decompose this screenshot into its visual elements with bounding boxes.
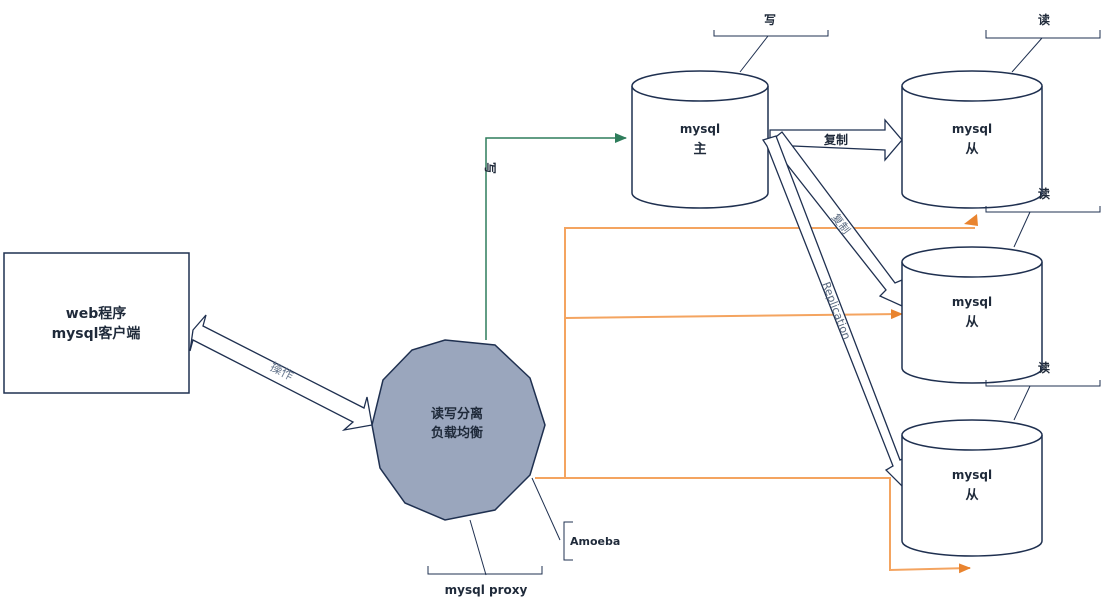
master-label-line2: 主 [693,141,706,157]
slave3-caption: 读 [1038,360,1050,375]
slave3-label-line1: mysql [952,468,992,482]
slave1-label-line1: mysql [952,122,992,136]
slave3-caption-bracket [985,380,1101,387]
master-caption: 写 [764,13,776,27]
client-box [3,252,190,394]
slave2-label-line2: 从 [965,315,978,330]
slave1-caption-leader [1011,37,1043,73]
proxy-caption-bracket [427,566,543,575]
master-label-line1: mysql [680,122,720,136]
proxy-label-line1: 读写分离 [431,406,483,422]
proxy-node [371,339,546,521]
slave1-caption-bracket [985,30,1101,39]
slave-db-1 [901,70,1043,209]
read-connector-slave1 [535,227,975,479]
read-connector-slave3 [565,477,971,574]
write-connector [485,133,627,340]
master-caption-bracket [713,30,829,37]
read-arrowhead-slave1 [964,214,978,226]
proxy-caption-leader [469,519,487,576]
master-caption-leader [739,35,769,73]
slave-db-3 [901,419,1043,557]
slave2-caption-leader [1013,211,1031,248]
write-label: 写 [483,162,497,174]
slave-db-2 [901,246,1043,384]
client-label-line2: mysql客户端 [52,325,141,342]
copy-label: 复制 [823,132,848,147]
master-db [631,70,769,209]
annotation-bracket [563,521,573,561]
slave2-label-line1: mysql [952,295,992,309]
client-label-line1: web程序 [66,305,126,322]
slave2-caption-bracket [985,206,1101,213]
slave2-caption: 读 [1038,186,1050,201]
proxy-label-line2: 负载均衡 [431,425,483,441]
annotation-leader [531,477,561,541]
slave1-label-line2: 从 [965,142,978,157]
annotation-label: Amoeba [570,535,620,548]
proxy-caption: mysql proxy [445,583,528,597]
read-connector-slave2 [564,309,903,320]
slave3-caption-leader [1013,385,1031,421]
replication-label-2: Replication [819,280,853,342]
slave3-label-line2: 从 [965,488,978,503]
slave1-caption: 读 [1038,12,1050,27]
